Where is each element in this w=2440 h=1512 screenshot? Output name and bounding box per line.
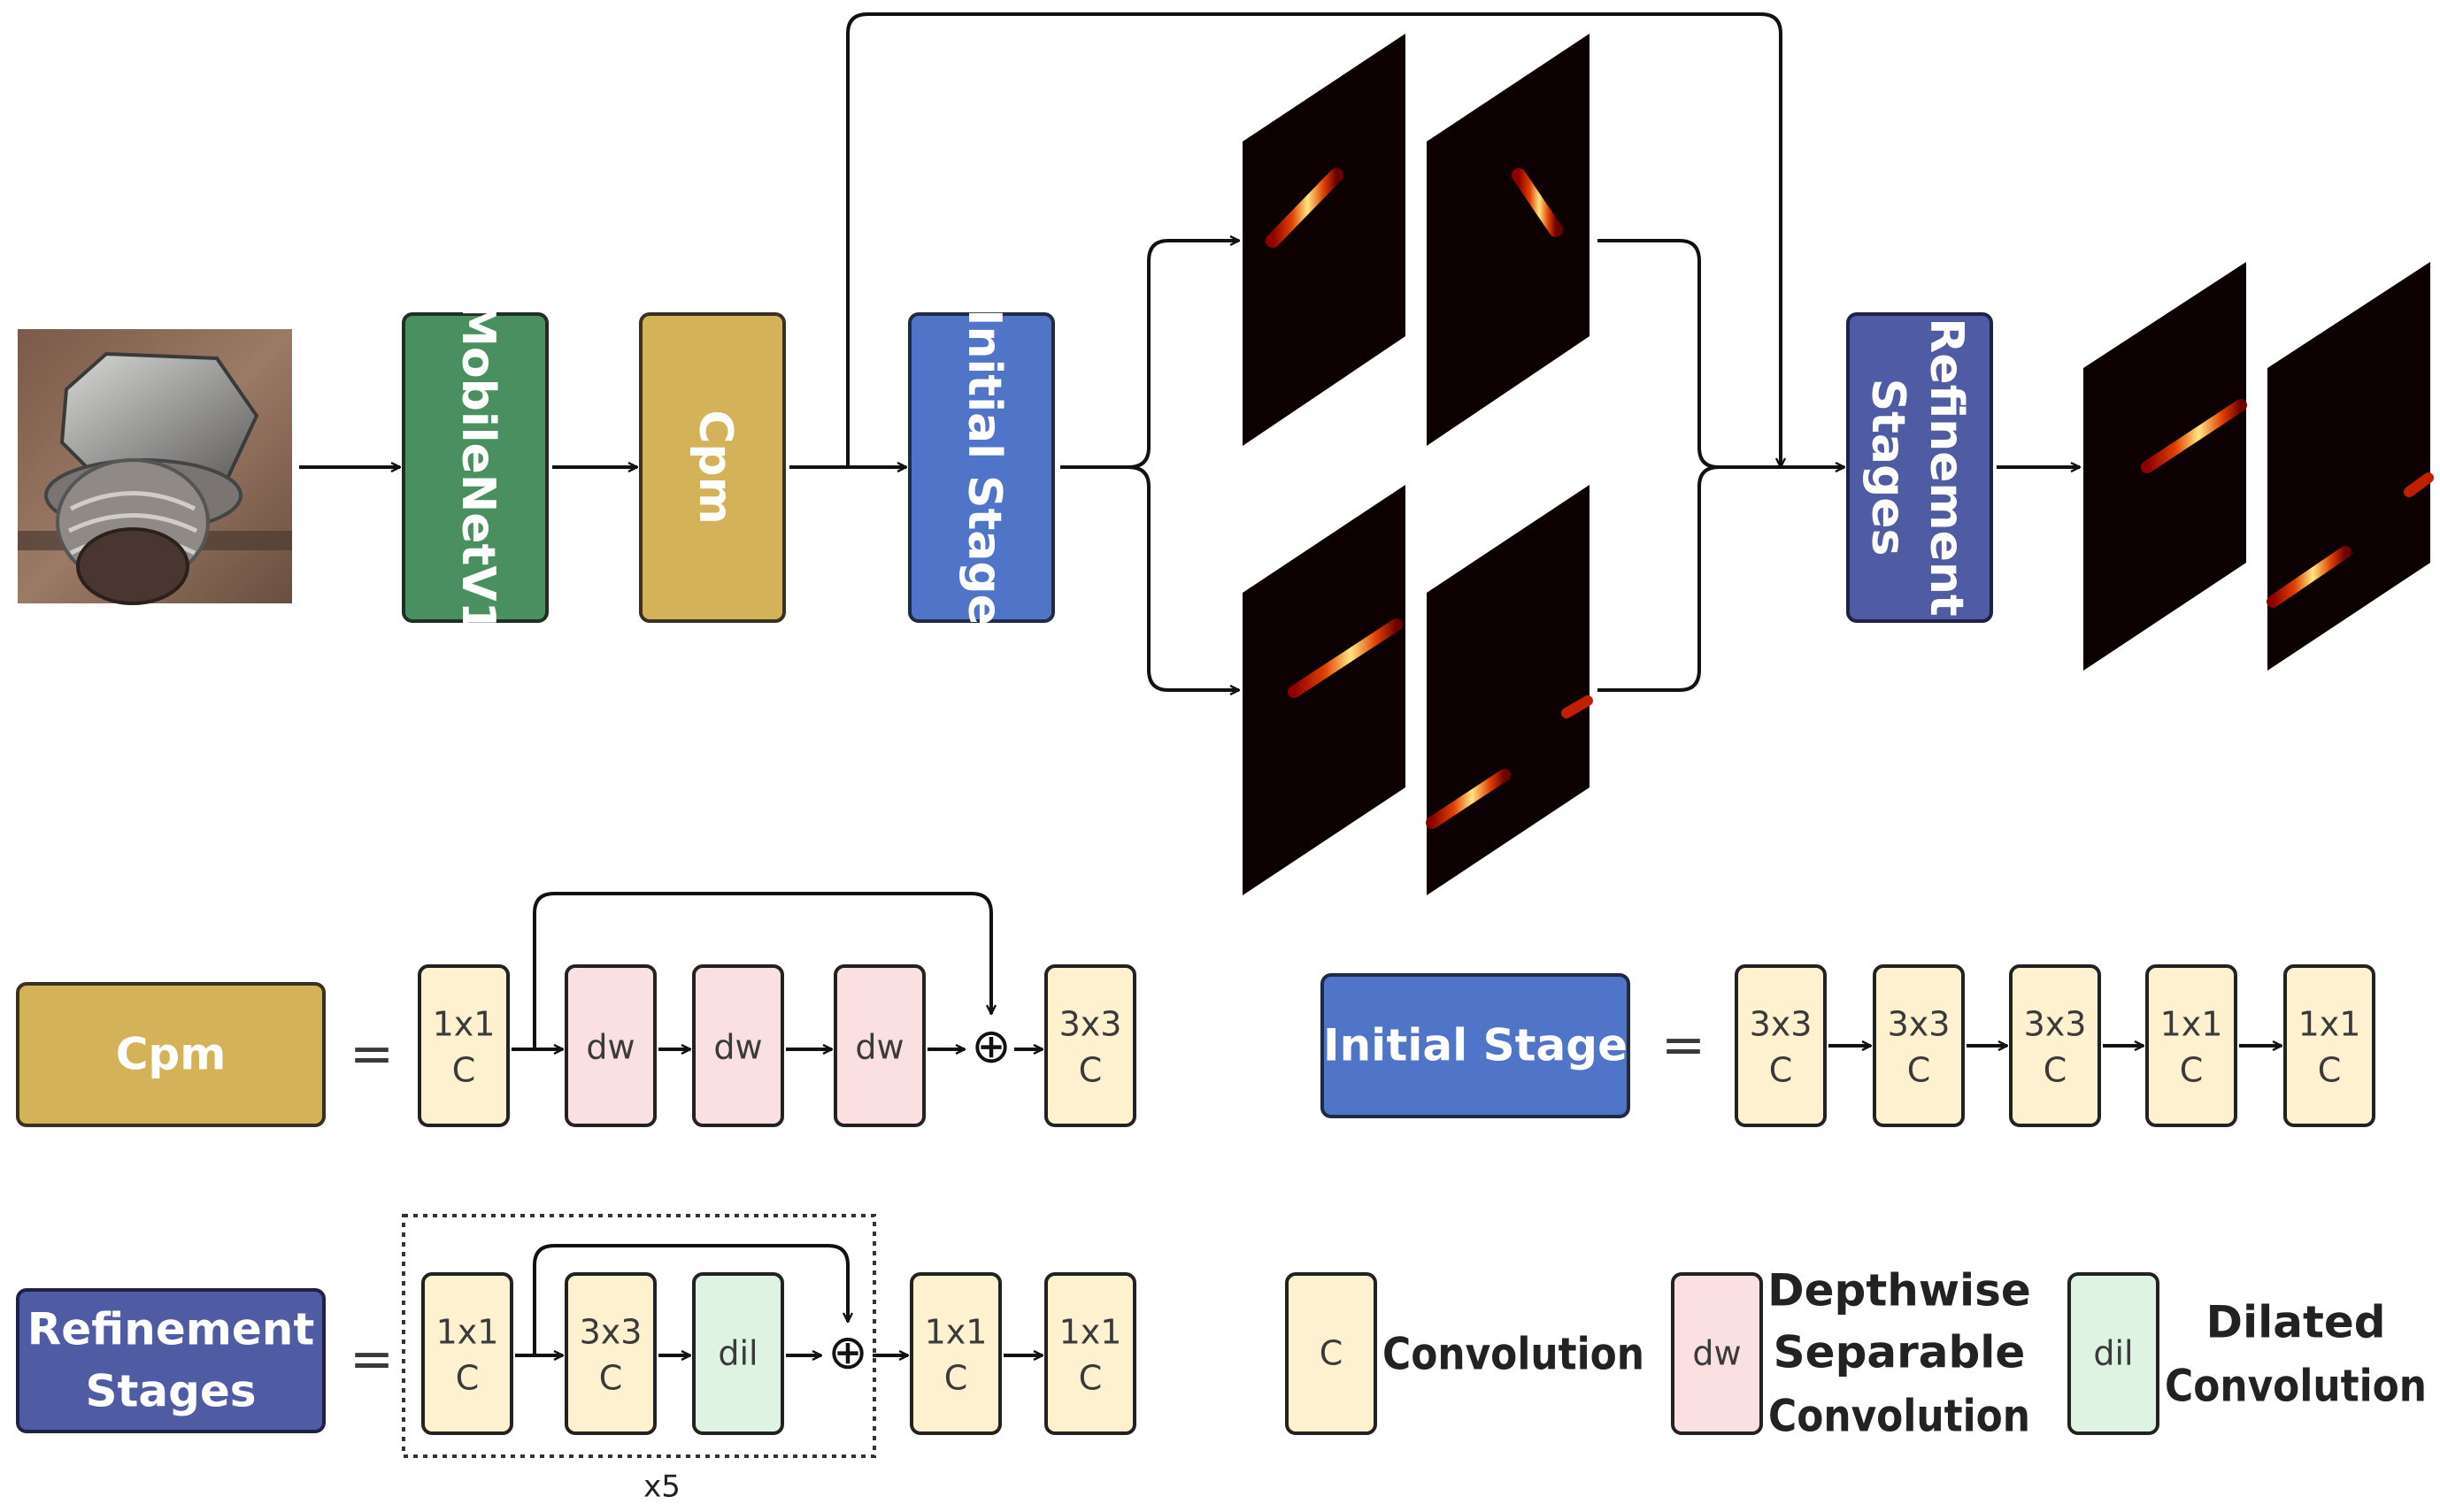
heatmap-group-upper bbox=[1243, 34, 1589, 446]
heatmap-4 bbox=[1426, 485, 1593, 895]
legend: C Convolution dw Depthwise Separable Con… bbox=[1285, 1265, 2427, 1442]
svg-text:dw: dw bbox=[586, 1028, 635, 1067]
svg-text:=: = bbox=[350, 1329, 394, 1391]
svg-text:3x3: 3x3 bbox=[1888, 1005, 1951, 1044]
svg-text:Refinement: Refinement bbox=[1920, 318, 1973, 616]
svg-text:C: C bbox=[1079, 1359, 1103, 1398]
svg-text:C: C bbox=[2044, 1051, 2067, 1090]
refinement-stages-block: Refinement Stages bbox=[1846, 312, 1993, 623]
svg-text:Initial Stage: Initial Stage bbox=[1323, 1020, 1628, 1071]
svg-text:⊕: ⊕ bbox=[827, 1324, 867, 1380]
svg-text:Convolution: Convolution bbox=[1768, 1391, 2030, 1442]
svg-text:Cpm: Cpm bbox=[689, 410, 742, 525]
heatmap-3 bbox=[1243, 485, 1405, 895]
svg-text:C: C bbox=[944, 1359, 968, 1398]
svg-text:C: C bbox=[1079, 1051, 1103, 1090]
pipeline-connectors bbox=[299, 12, 2080, 690]
svg-text:Depthwise: Depthwise bbox=[1767, 1265, 2031, 1316]
svg-text:Convolution: Convolution bbox=[2165, 1361, 2427, 1412]
svg-text:Separable: Separable bbox=[1774, 1327, 2026, 1378]
svg-text:C: C bbox=[599, 1359, 623, 1398]
svg-text:Refinement: Refinement bbox=[27, 1304, 315, 1355]
input-photo bbox=[18, 329, 292, 605]
svg-text:Stages: Stages bbox=[85, 1366, 256, 1417]
svg-text:Dilated: Dilated bbox=[2205, 1297, 2385, 1348]
svg-text:Convolution: Convolution bbox=[1382, 1329, 1644, 1380]
initial-stage-block: Initial Stage bbox=[908, 309, 1055, 626]
svg-text:C: C bbox=[2180, 1051, 2204, 1090]
svg-text:C: C bbox=[1320, 1334, 1343, 1373]
svg-text:3x3: 3x3 bbox=[1750, 1005, 1813, 1044]
svg-text:C: C bbox=[456, 1359, 480, 1398]
svg-text:dw: dw bbox=[713, 1028, 762, 1067]
svg-text:=: = bbox=[350, 1024, 394, 1086]
output-heatmap-1 bbox=[2083, 262, 2247, 671]
svg-text:Stages: Stages bbox=[1861, 379, 1914, 556]
svg-text:3x3: 3x3 bbox=[1059, 1005, 1122, 1044]
svg-text:1x1: 1x1 bbox=[1059, 1313, 1122, 1352]
svg-text:3x3: 3x3 bbox=[2024, 1005, 2087, 1044]
svg-text:dw: dw bbox=[1692, 1334, 1741, 1373]
svg-text:Initial Stage: Initial Stage bbox=[958, 309, 1011, 626]
refinement-detail: Refinement Stages = x5 1x1 C 3x3 C dil ⊕… bbox=[16, 1214, 1136, 1505]
svg-text:C: C bbox=[2318, 1051, 2342, 1090]
mobilenet-block: MobileNetV1 bbox=[402, 301, 549, 633]
cpm-block: Cpm bbox=[639, 312, 786, 623]
svg-text:dil: dil bbox=[718, 1334, 758, 1373]
svg-text:3x3: 3x3 bbox=[580, 1313, 643, 1352]
svg-text:1x1: 1x1 bbox=[2160, 1005, 2223, 1044]
svg-text:1x1: 1x1 bbox=[433, 1005, 496, 1044]
heatmap-2 bbox=[1427, 34, 1589, 446]
svg-text:C: C bbox=[1907, 1051, 1931, 1090]
output-heatmap-2 bbox=[2267, 262, 2434, 671]
svg-text:MobileNetV1: MobileNetV1 bbox=[451, 301, 504, 633]
repeat-bracket bbox=[402, 1214, 876, 1458]
svg-text:1x1: 1x1 bbox=[2298, 1005, 2361, 1044]
svg-text:=: = bbox=[1661, 1015, 1705, 1077]
initial-stage-detail: Initial Stage = 3x3 C 3x3 C 3x3 C 1x1 C … bbox=[1320, 964, 2375, 1127]
heatmap-1 bbox=[1243, 34, 1405, 446]
svg-text:x5: x5 bbox=[643, 1470, 681, 1505]
svg-text:1x1: 1x1 bbox=[925, 1313, 988, 1352]
svg-text:dw: dw bbox=[855, 1028, 904, 1067]
output-heatmaps bbox=[2083, 262, 2434, 671]
heatmap-group-lower bbox=[1243, 485, 1593, 895]
svg-text:C: C bbox=[1769, 1051, 1793, 1090]
svg-text:C: C bbox=[452, 1051, 476, 1090]
cpm-detail: Cpm = 1x1 C dw dw dw ⊕ 3x3 C bbox=[16, 892, 1136, 1127]
svg-text:dil: dil bbox=[2093, 1334, 2133, 1373]
svg-text:⊕: ⊕ bbox=[971, 1018, 1011, 1074]
svg-text:1x1: 1x1 bbox=[436, 1313, 499, 1352]
svg-text:Cpm: Cpm bbox=[116, 1029, 227, 1080]
